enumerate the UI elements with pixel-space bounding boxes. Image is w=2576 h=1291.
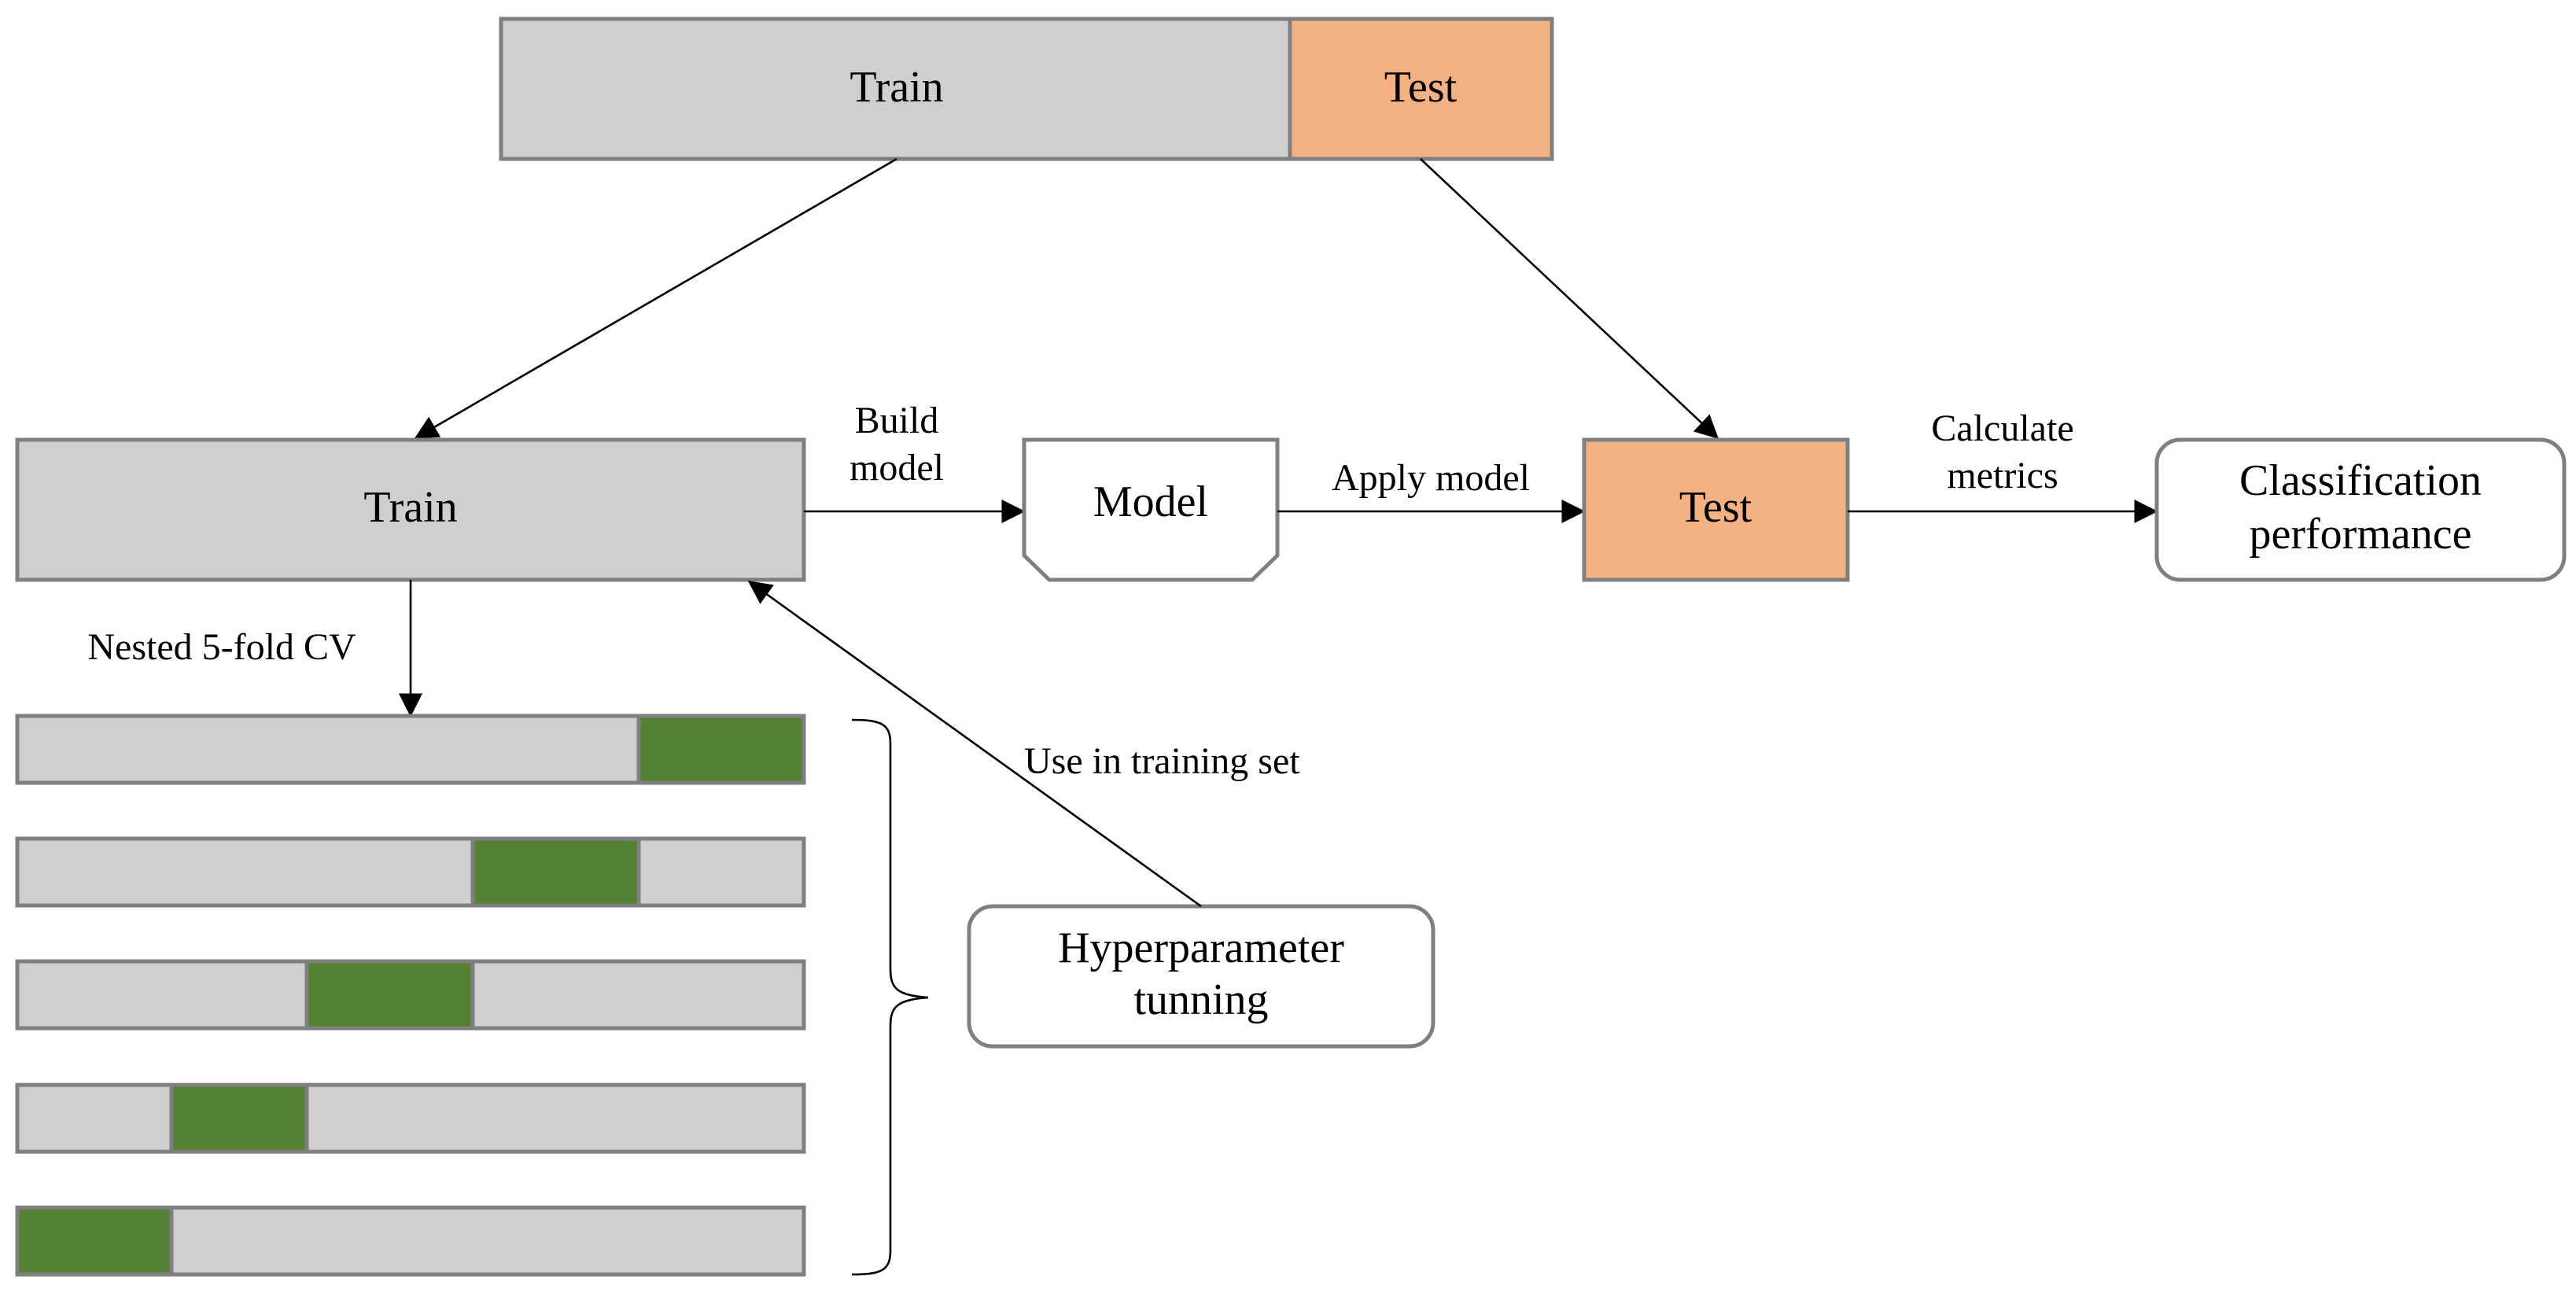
calculate-metrics-label-line1: Calculate [1931, 408, 2073, 449]
model-node-label: Model [1093, 478, 1208, 526]
build-model-label-line2: model [849, 447, 944, 489]
arrow-split-to-test [1420, 158, 1719, 440]
fold-2-validation [470, 836, 641, 908]
calculate-metrics-label-line2: metrics [1947, 455, 2058, 496]
apply-model-label: Apply model [1332, 457, 1530, 499]
hyperparameter-tuning-label-line1: Hyperparameter [1058, 924, 1344, 972]
split-train-label: Train [849, 63, 943, 112]
fold-3-validation [304, 959, 475, 1031]
folds-brace [851, 718, 929, 1276]
fold-1-train [15, 714, 641, 785]
fold-5-validation [15, 1205, 174, 1277]
split-bar: Train Test [499, 17, 1554, 161]
hyperparameter-tuning-label-line2: tunning [1133, 976, 1268, 1024]
split-test-label: Test [1384, 63, 1458, 112]
classification-performance-label-line2: performance [2250, 510, 2472, 559]
train-box [15, 437, 806, 582]
nested-cv-label: Nested 5-fold CV [87, 626, 356, 668]
fold-4-validation [169, 1083, 309, 1154]
fold-4-train [15, 1083, 806, 1154]
classification-performance-label-line1: Classification [2239, 456, 2482, 505]
use-in-training-set-label: Use in training set [1024, 740, 1300, 782]
cv-folds [15, 714, 806, 1277]
fold-2-train [15, 836, 806, 908]
fold-1-validation [636, 714, 806, 785]
split-train-segment [499, 17, 1292, 161]
classification-performance-node [2154, 437, 2567, 582]
train-box-label: Train [363, 483, 457, 532]
arrow-use-in-training-set [747, 580, 1202, 908]
test-box [1582, 437, 1850, 582]
build-model-label-line1: Build [855, 400, 939, 441]
test-box-label: Test [1679, 483, 1752, 532]
arrow-split-to-train [414, 157, 897, 440]
model-node [1022, 437, 1280, 582]
split-test-segment [1288, 17, 1554, 161]
